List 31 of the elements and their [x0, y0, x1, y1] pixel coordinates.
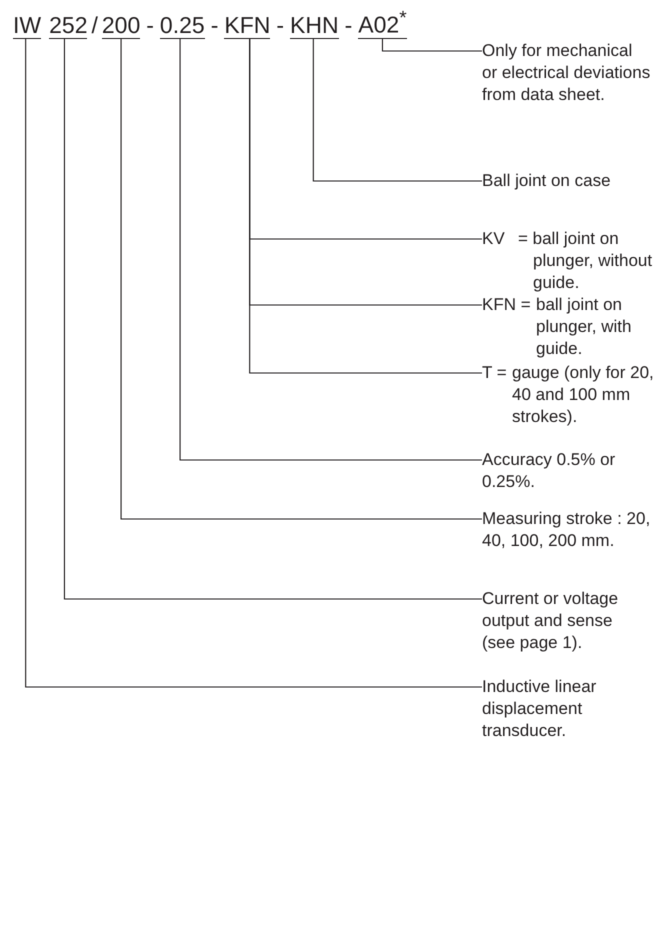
- description-text: Accuracy 0.5% or 0.25%.: [482, 449, 616, 493]
- separator: -: [276, 12, 284, 38]
- code-segment: 200: [102, 12, 140, 39]
- code-term: T =: [482, 362, 508, 384]
- separator: /: [91, 12, 98, 38]
- code-segment: 252: [49, 12, 88, 39]
- code-segment: A02$^{*}$: [358, 6, 407, 39]
- separator: -: [146, 12, 154, 38]
- leader-line: [382, 38, 482, 52]
- code-segment: 0.25: [160, 12, 205, 39]
- leader-line: [180, 38, 482, 461]
- leader-line: [312, 38, 482, 182]
- leader-line: [120, 38, 482, 520]
- leader-line: [249, 38, 482, 374]
- description-text: Measuring stroke : 20, 40, 100, 200 mm.: [482, 508, 652, 552]
- code-segment: KFN: [224, 12, 270, 39]
- separator: -: [210, 12, 218, 38]
- description-text: Ball joint on case: [482, 170, 611, 192]
- leader-line: [25, 38, 482, 688]
- separator: -: [344, 12, 352, 38]
- description-text: Only for mechanical or electrical deviations from data sheet.: [482, 40, 652, 106]
- description-text: = ball joint on plunger, without guide.: [518, 228, 654, 294]
- code-segment: KHN: [290, 12, 339, 39]
- description-text: Current or voltage output and sense (see page 1).: [482, 588, 620, 654]
- description-text: gauge (only for 20, 40 and 100 mm strokes).: [512, 362, 655, 428]
- code-term: KV: [482, 228, 506, 250]
- leader-line: [64, 38, 482, 600]
- code-segment: IW: [13, 12, 42, 39]
- description-text: ball joint on plunger, with guide.: [536, 294, 632, 360]
- description-text: Inductive linear displacement transducer.: [482, 676, 598, 742]
- code-term: KFN =: [482, 294, 532, 316]
